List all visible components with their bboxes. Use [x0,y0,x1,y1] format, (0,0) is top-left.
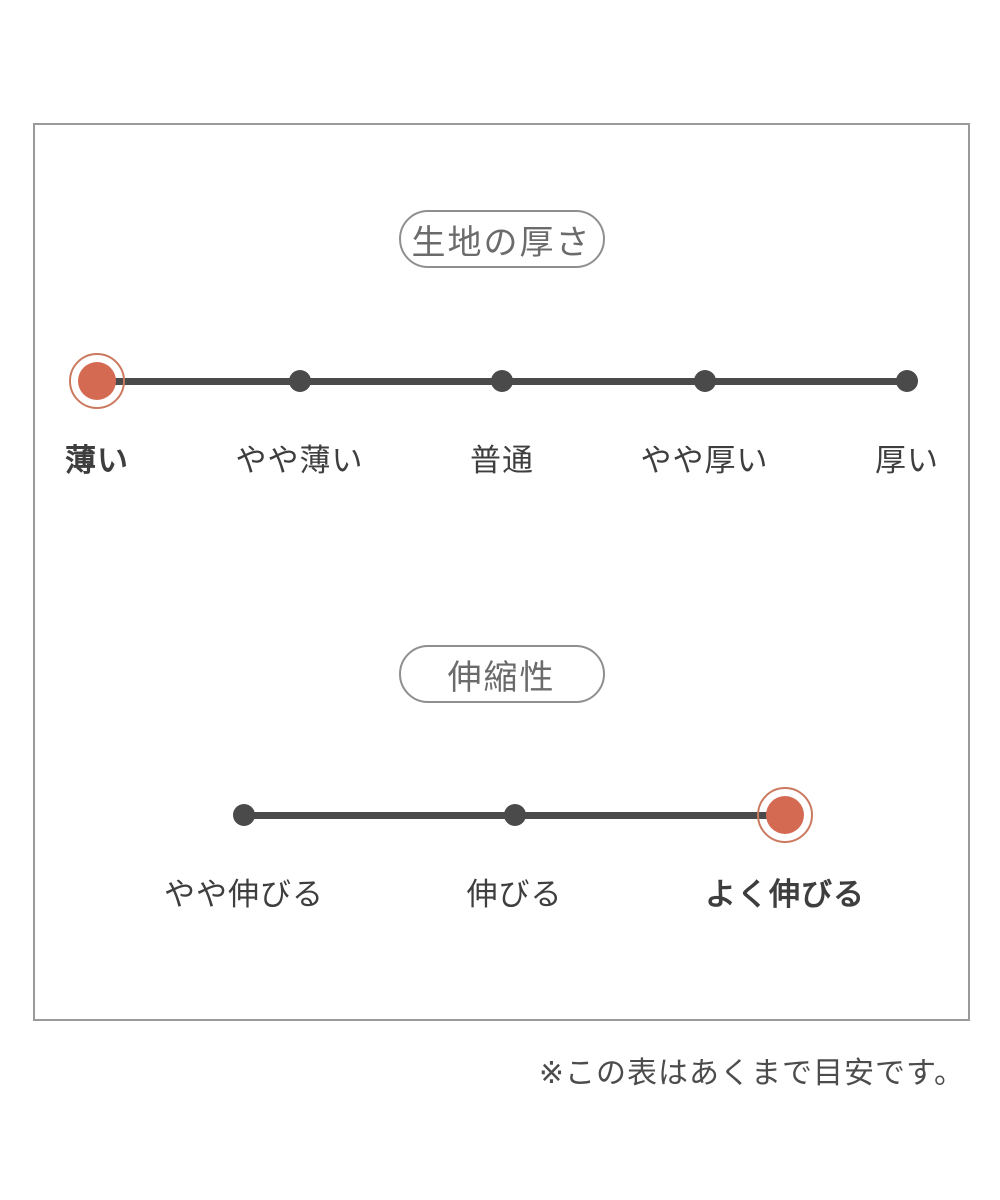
scale-dot-icon [288,370,311,392]
stretch-scale: やや伸びる 伸びる よく伸びる [164,777,864,947]
thickness-title-pill: 生地の厚さ [398,210,605,268]
thickness-label: 薄い [65,443,129,478]
thickness-title: 生地の厚さ [411,223,592,262]
selected-ring-icon [69,353,125,409]
scale-dot-icon [693,370,716,392]
stretch-title-pill: 伸縮性 [398,645,605,703]
scale-dot-icon [78,362,116,400]
scale-dot-icon [896,370,918,392]
scale-dot-icon [503,804,526,826]
scale-dot-icon [491,370,513,392]
selected-ring-icon [757,787,813,843]
thickness-label: 厚い [875,443,939,478]
thickness-label: 普通 [470,443,534,478]
stretch-title: 伸縮性 [447,658,556,697]
thickness-label: やや厚い [640,443,769,478]
stretch-label: やや伸びる [164,877,324,912]
spec-chart-frame: 生地の厚さ 薄い やや薄い 普通 やや厚い [33,123,970,1021]
thickness-scale: 薄い やや薄い 普通 やや厚い 厚い [65,343,938,513]
stretch-label: よく伸びる [705,877,865,912]
scale-dot-icon [233,804,255,826]
thickness-label: やや薄い [235,443,364,478]
disclaimer-note: ※この表はあくまで目安です。 [538,1057,965,1090]
stretch-label: 伸びる [466,877,563,912]
scale-dot-icon [766,796,804,834]
